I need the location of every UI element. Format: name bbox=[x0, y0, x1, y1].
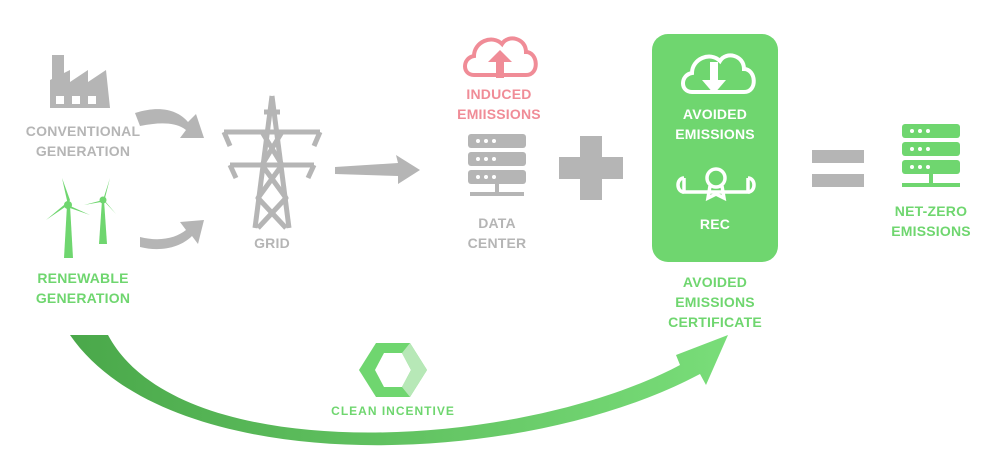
certificate-scroll-icon bbox=[676, 167, 756, 202]
wind-turbine-icon bbox=[46, 178, 116, 258]
netzero-server-icon bbox=[902, 124, 960, 187]
renewable-to-grid-arrow bbox=[140, 220, 204, 250]
grid-to-datacenter-arrow bbox=[335, 155, 420, 184]
clean-incentive-label: CLEAN INCENTIVE bbox=[331, 404, 455, 418]
rec-label: REC bbox=[699, 216, 731, 232]
server-rack-icon bbox=[468, 134, 526, 196]
cloud-upload-icon bbox=[463, 36, 538, 78]
plus-icon bbox=[559, 136, 623, 200]
hexagon-logo-icon bbox=[359, 343, 427, 397]
factory-icon bbox=[50, 55, 110, 108]
equals-icon bbox=[812, 150, 864, 187]
cloud-download-icon bbox=[681, 53, 756, 94]
grid-label: GRID bbox=[254, 235, 290, 251]
transmission-tower-icon bbox=[221, 95, 323, 230]
conventional-to-grid-arrow bbox=[135, 109, 204, 138]
clean-incentive-arrow bbox=[70, 335, 728, 446]
